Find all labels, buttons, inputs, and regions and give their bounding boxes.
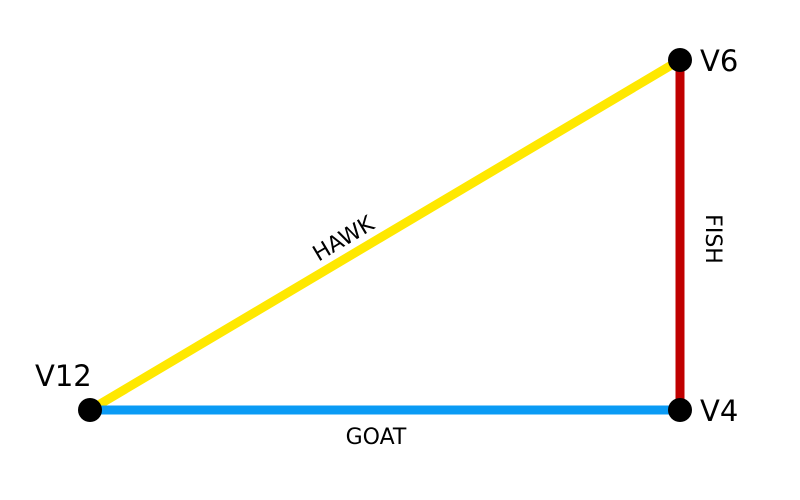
edge-label-goat: GOAT (346, 425, 407, 450)
node-label-v6: V6 (700, 44, 738, 78)
node-v4 (668, 398, 692, 422)
node-v6 (668, 48, 692, 72)
edge-hawk (87, 56, 683, 414)
node-label-v12: V12 (35, 359, 92, 393)
node-label-v4: V4 (700, 394, 738, 428)
edge-label-fish: FISH (700, 214, 725, 264)
node-v12 (78, 398, 102, 422)
